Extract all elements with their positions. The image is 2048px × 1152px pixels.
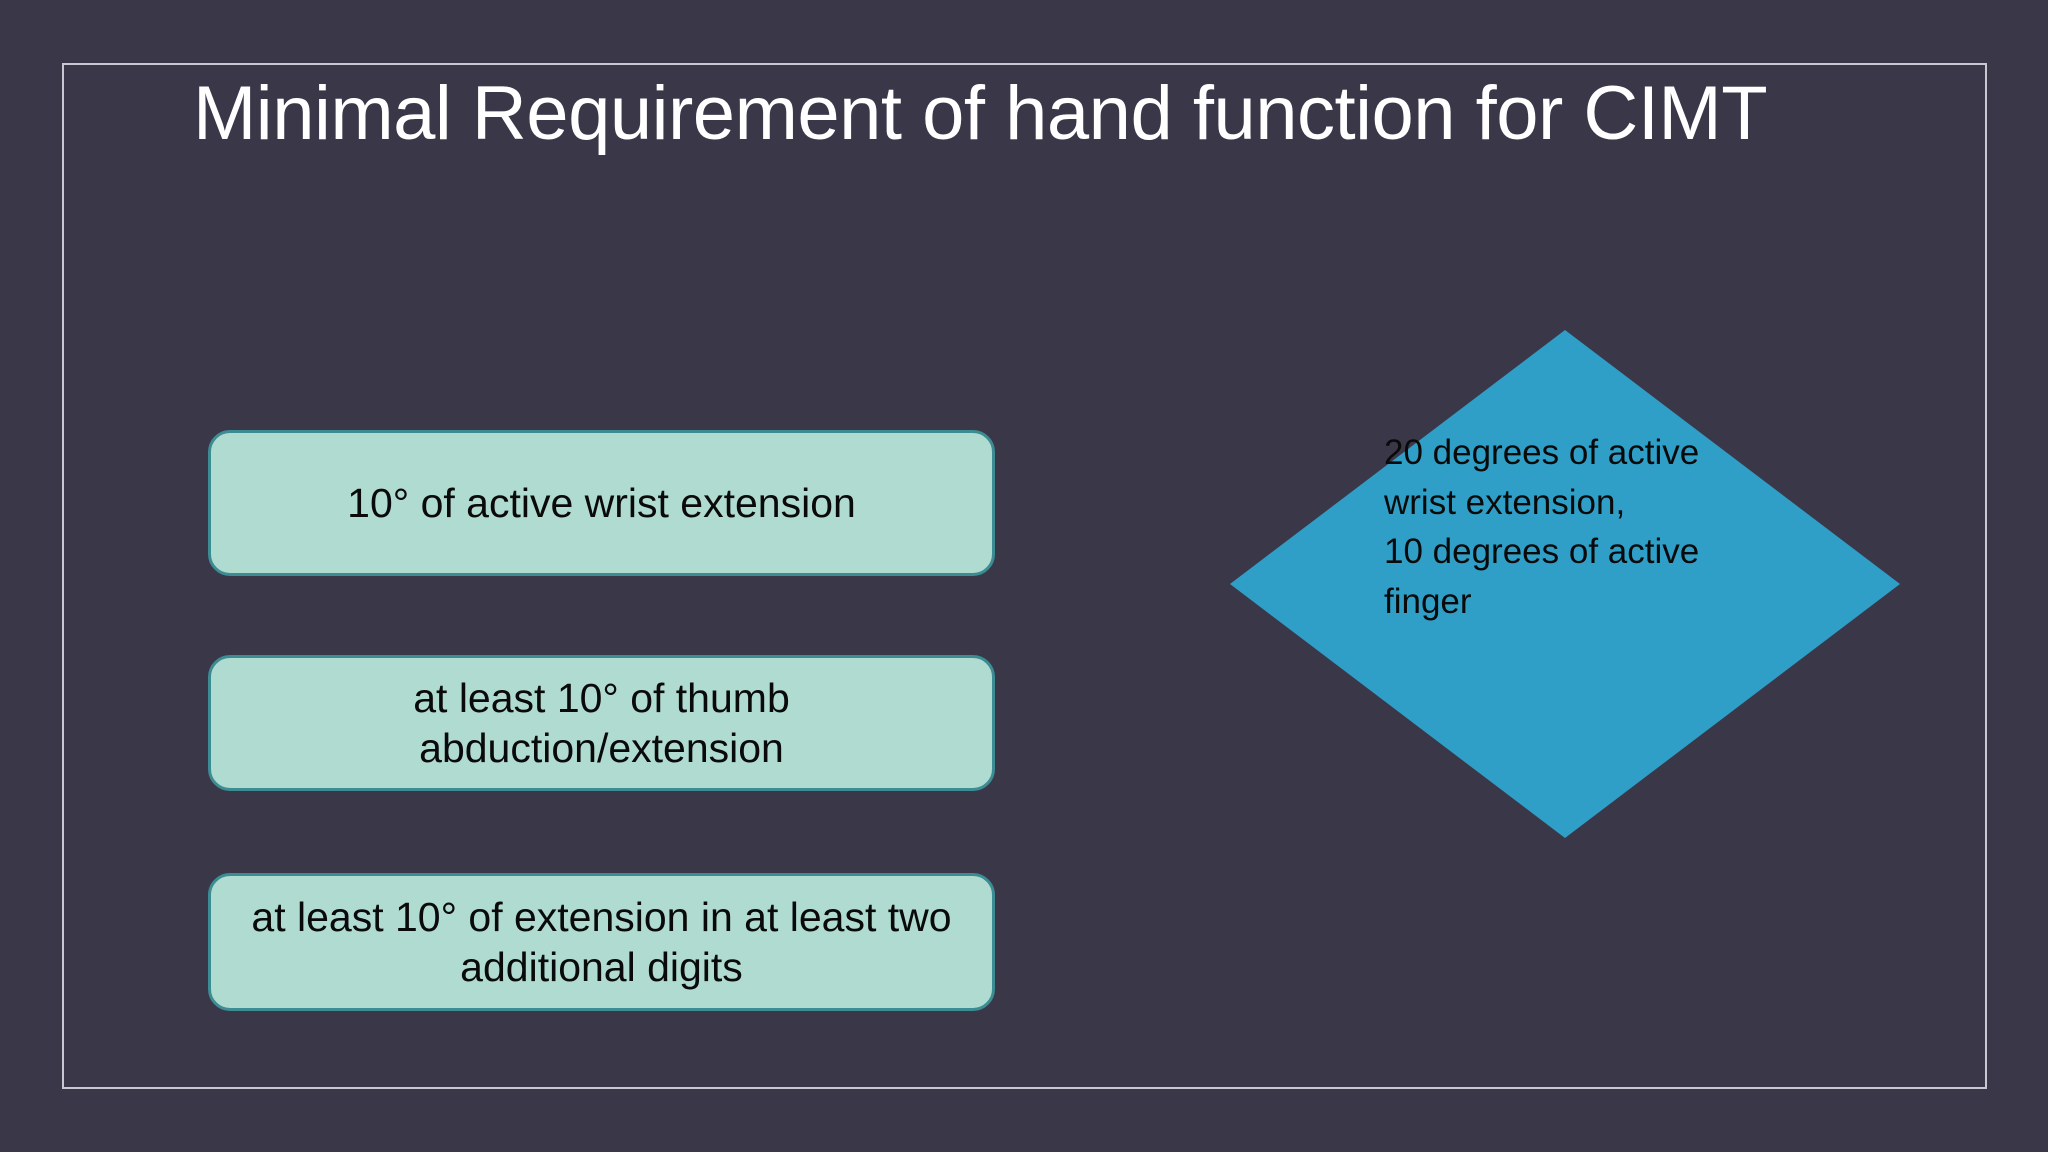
requirement-box-3-label: at least 10° of extension in at least tw…	[251, 893, 952, 990]
requirement-box-3[interactable]: at least 10° of extension in at least tw…	[208, 873, 995, 1011]
requirement-box-2[interactable]: at least 10° of thumb abduction/extensio…	[208, 655, 995, 791]
requirement-box-2-label: at least 10° of thumb abduction/extensio…	[413, 674, 790, 771]
diamond-callout[interactable]: 20 degrees of active wrist extension, 10…	[1230, 330, 1900, 838]
diamond-callout-label: 20 degrees of active wrist extension, 10…	[1384, 433, 1700, 622]
requirement-box-1[interactable]: 10° of active wrist extension	[208, 430, 995, 576]
page-title: Minimal Requirement of hand function for…	[193, 71, 1768, 156]
requirement-box-1-label: 10° of active wrist extension	[347, 479, 856, 526]
